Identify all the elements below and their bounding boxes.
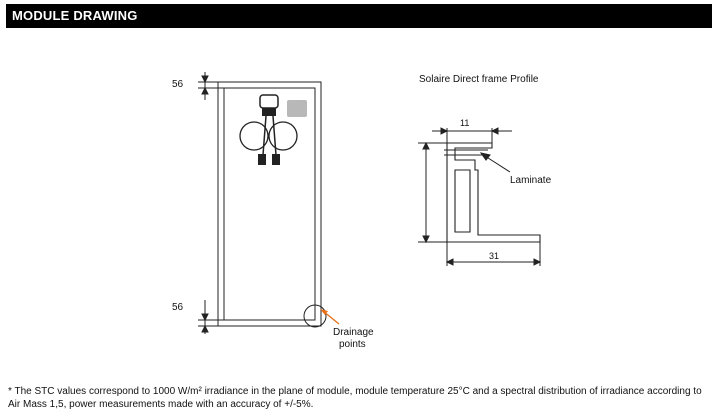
module-outline [217,81,322,327]
footnote: * The STC values correspond to 1000 W/m²… [8,386,702,410]
top-dimension-mark [198,72,224,100]
laminate-arrow [479,152,511,173]
profile-top-width-label: 11 [460,118,470,128]
frame-profile-shape [444,142,541,243]
drainage-label-line1: Drainage [333,327,374,338]
section-title: MODULE DRAWING [12,8,138,23]
bottom-dimension-mark [198,300,224,334]
bottom-dimension-label: 56 [172,302,184,313]
drainage-point-marker [303,304,327,328]
section-header: MODULE DRAWING [6,4,712,28]
profile-bottom-width-label: 31 [489,251,500,261]
junction-box-assembly [239,94,298,165]
top-dimension-label: 56 [172,79,184,90]
profile-bottom-dimension [445,242,542,266]
profile-height-dimension [418,141,447,244]
laminate-label: Laminate [510,175,552,186]
drainage-arrow [320,309,340,325]
label-plate [287,100,307,117]
profile-top-dimension [432,127,512,143]
drainage-label-line2: points [339,339,366,350]
profile-title: Solaire Direct frame Profile [419,74,539,85]
